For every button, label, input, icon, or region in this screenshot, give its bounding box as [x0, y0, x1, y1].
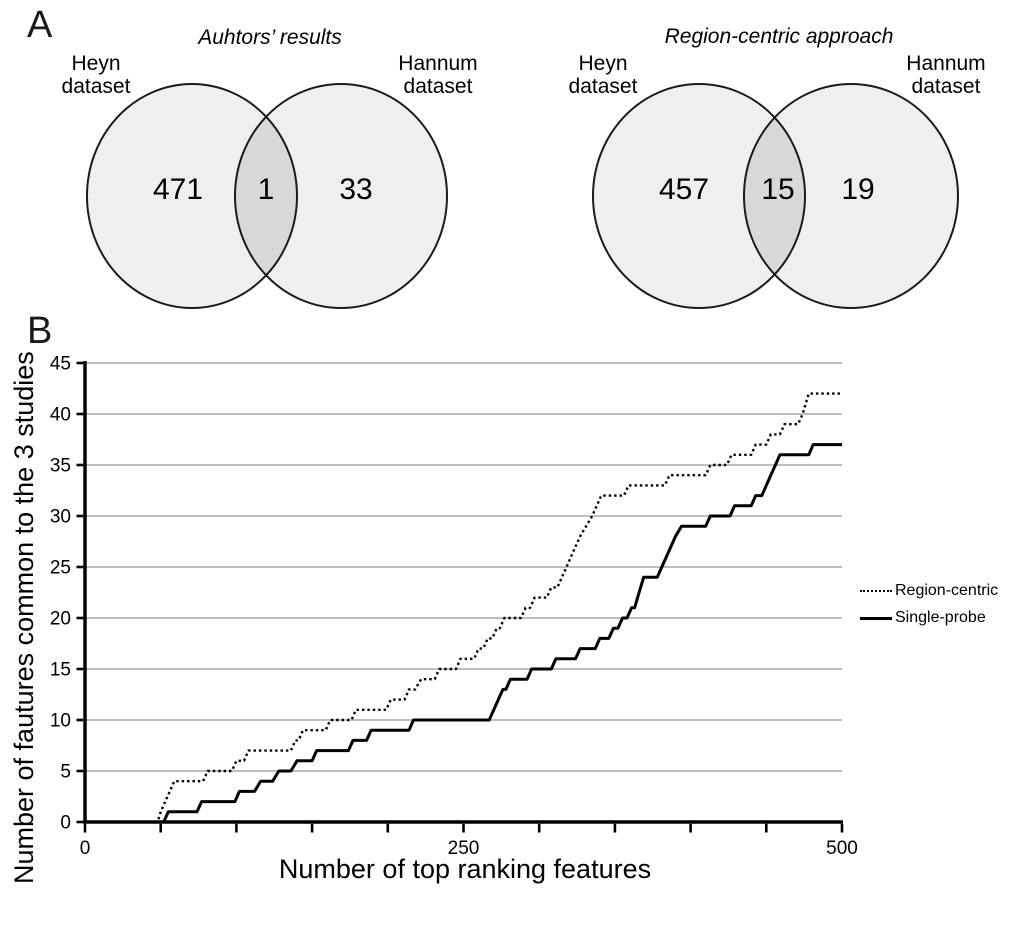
venn-right-label-heyn: Heyn dataset	[568, 52, 638, 99]
y-tick-label: 25	[50, 558, 71, 579]
venn-left-title: Auhtors’ results	[198, 26, 342, 49]
venn-left-label-heyn: Heyn dataset	[61, 52, 131, 99]
y-tick-label: 30	[50, 507, 71, 528]
venn-right-circle-hannum	[744, 84, 958, 308]
legend-item-single-probe: Single-probe	[860, 610, 998, 626]
y-tick-label: 45	[50, 354, 71, 375]
venn-right-title: Region-centric approach	[664, 25, 894, 48]
legend-label: Region-centric	[895, 582, 999, 599]
venn-left-circle-hannum-outline	[234, 83, 448, 309]
dotted-line-swatch	[860, 590, 892, 592]
venn-right-circle-hannum-outline	[743, 83, 959, 309]
legend-label: Single-probe	[895, 609, 986, 626]
y-tick-label: 20	[50, 609, 71, 630]
legend-item-region-centric: Region-centric	[860, 583, 998, 599]
y-tick-label: 40	[50, 405, 71, 426]
y-axis-title: Number of fautures common to the 3 studi…	[9, 351, 39, 884]
panel-a-letter: A	[27, 4, 53, 46]
y-tick-label: 10	[50, 711, 71, 732]
venn-right-circle-heyn-outline	[592, 83, 806, 309]
x-tick-label: 0	[80, 838, 91, 859]
venn-right-label-hannum: Hannum dataset	[906, 52, 986, 99]
venn-diagrams-svg	[86, 83, 959, 309]
venn-right-count-heyn: 457	[658, 173, 710, 206]
venn-left-count-hannum: 33	[339, 173, 373, 206]
panel-b-letter: B	[27, 310, 53, 352]
venn-left-circle-heyn-outline	[86, 83, 298, 309]
y-tick-label: 5	[60, 762, 71, 783]
venn-right-count-overlap: 15	[761, 173, 795, 206]
y-tick-label: 15	[50, 660, 71, 681]
y-tick-label: 35	[50, 456, 71, 477]
y-tick-label: 0	[60, 813, 71, 834]
venn-right-circle-heyn	[593, 84, 805, 308]
venn-left-circle-hannum	[235, 84, 447, 308]
x-tick-label: 500	[826, 838, 858, 859]
venn-left-circle-heyn	[87, 84, 297, 308]
venn-left-count-heyn: 471	[152, 173, 204, 206]
venn-left-count-overlap: 1	[257, 173, 275, 206]
venn-right-count-hannum: 19	[841, 173, 875, 206]
x-axis-title: Number of top ranking features	[278, 854, 652, 884]
series-single-probe	[85, 443, 842, 824]
venn-left-label-hannum: Hannum dataset	[398, 52, 478, 99]
series-region-centric	[85, 392, 842, 824]
chart-legend: Region-centric Single-probe	[860, 583, 998, 637]
x-tick-label: 250	[448, 838, 480, 859]
solid-line-swatch	[860, 616, 892, 620]
